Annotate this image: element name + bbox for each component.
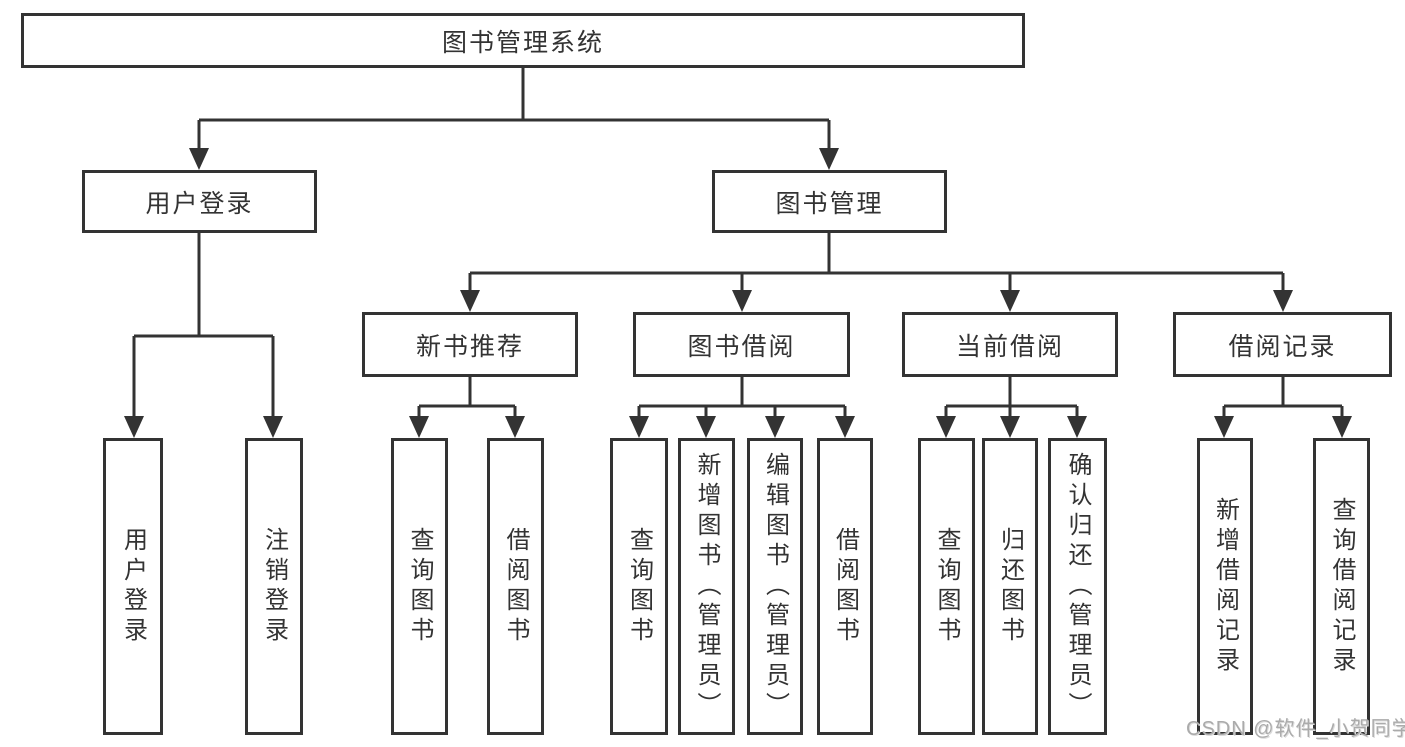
arrowhead — [1273, 290, 1293, 312]
arrowhead — [1067, 416, 1087, 438]
node-user-login-leaf: 用户登录 — [103, 438, 163, 735]
connector-book-borrow-children — [629, 377, 855, 438]
node-label: 新书推荐 — [415, 332, 524, 361]
node-add-book-admin: 新增图书（管理员） — [678, 438, 735, 735]
node-add-borrow-record: 新增借阅记录 — [1197, 438, 1253, 735]
connector-user-login-children — [124, 233, 283, 438]
connector-book-management-children — [460, 233, 1293, 312]
arrowhead — [1000, 416, 1020, 438]
csdn-watermark: CSDN @软件_小贺同学 — [1186, 718, 1405, 740]
node-label: 当前借阅 — [955, 332, 1064, 361]
arrowhead — [629, 416, 649, 438]
node-label: 查询借阅记录 — [1328, 496, 1355, 677]
arrowhead — [1332, 416, 1352, 438]
node-new-book-recommendation: 新书推荐 — [362, 312, 578, 377]
node-query-borrow-record: 查询借阅记录 — [1313, 438, 1370, 735]
arrowhead — [835, 416, 855, 438]
arrowhead — [263, 416, 283, 438]
node-book-borrowing: 图书借阅 — [633, 312, 850, 377]
node-label: 查询图书 — [406, 526, 433, 647]
node-label: 注销登录 — [260, 526, 288, 647]
node-label: 借阅记录 — [1228, 332, 1337, 361]
node-logout: 注销登录 — [245, 438, 303, 735]
connector-new-book-children — [409, 377, 525, 438]
arrowhead — [409, 416, 429, 438]
arrowhead — [732, 290, 752, 312]
node-label: 借阅图书 — [831, 526, 859, 647]
node-edit-book-admin: 编辑图书（管理员） — [747, 438, 803, 735]
node-label: 新增借阅记录 — [1211, 496, 1239, 677]
connector-records-children — [1214, 377, 1352, 438]
arrowhead — [1214, 416, 1234, 438]
node-borrow-books-leaf: 借阅图书 — [817, 438, 873, 735]
arrowhead — [936, 416, 956, 438]
arrowhead — [124, 416, 144, 438]
node-book-management: 图书管理 — [712, 170, 947, 233]
node-label: 用户登录 — [145, 189, 254, 218]
arrowhead — [505, 416, 525, 438]
node-label: 用户登录 — [119, 526, 147, 647]
arrowhead — [460, 290, 480, 312]
node-user-login: 用户登录 — [82, 170, 317, 233]
node-query-books-recommend: 查询图书 — [391, 438, 448, 735]
node-label: 借阅图书 — [502, 526, 529, 647]
node-label: 确认归还（管理员） — [1064, 451, 1091, 722]
arrowhead — [696, 416, 716, 438]
node-label: 图书管理系统 — [441, 28, 604, 57]
arrowhead — [189, 148, 209, 170]
node-label: 新增图书（管理员） — [693, 451, 720, 722]
node-borrowing-records: 借阅记录 — [1173, 312, 1392, 377]
connector-current-borrow-children — [936, 377, 1087, 438]
node-query-books-borrow: 查询图书 — [610, 438, 668, 735]
arrowhead — [765, 416, 785, 438]
node-label: 编辑图书（管理员） — [761, 451, 789, 722]
node-current-borrowing: 当前借阅 — [902, 312, 1118, 377]
node-label: 归还图书 — [996, 526, 1024, 647]
node-label: 查询图书 — [933, 526, 960, 647]
node-label: 图书管理 — [775, 189, 884, 218]
connector-root-to-level1 — [189, 68, 839, 170]
arrowhead — [1000, 290, 1020, 312]
node-return-books: 归还图书 — [982, 438, 1038, 735]
node-label: 图书借阅 — [687, 332, 796, 361]
arrowhead — [819, 148, 839, 170]
node-confirm-return-admin: 确认归还（管理员） — [1048, 438, 1107, 735]
node-label: 查询图书 — [625, 526, 653, 647]
node-query-books-current: 查询图书 — [918, 438, 975, 735]
node-borrow-books-recommend: 借阅图书 — [487, 438, 544, 735]
node-library-management-system: 图书管理系统 — [21, 13, 1025, 68]
